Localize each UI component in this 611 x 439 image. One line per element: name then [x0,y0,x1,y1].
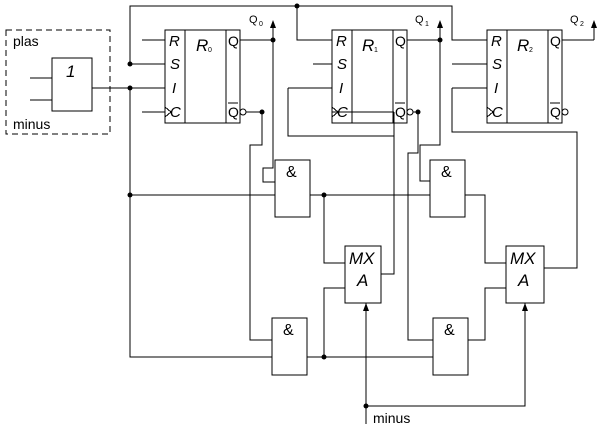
flip-flop-r0: R S I C R 0 Q Q [164,29,241,124]
input-block-label-top: plas [13,33,39,49]
r1-q: Q [395,33,406,49]
r2-pin-s: S [492,56,502,73]
r2-pin-i: I [494,80,498,97]
r1-pin-r: R [336,33,347,50]
wiring [92,5,594,424]
r0-qbar: Q [228,104,239,120]
or-gate [51,57,93,112]
mux-1: MX A [344,245,382,304]
r2-output-label: Q [570,14,579,26]
r0-pin-i: I [172,80,176,97]
mux-2: MX A [505,245,545,304]
r1-pin-s: S [337,56,347,73]
r2-pin-c: C [492,104,503,121]
and-gate-2-symbol: & [441,164,452,181]
and-gate-4-symbol: & [444,322,455,339]
junction-dots [127,3,443,409]
r0-output-index: 0 [259,21,263,28]
r2-index: 2 [529,47,533,54]
input-block-frame [5,29,111,135]
r1-pin-i: I [339,80,343,97]
r2-output-index: 2 [580,21,584,28]
r0-pin-r: R [169,33,180,50]
arrowheads [270,20,597,311]
r2-name: R [517,36,529,55]
and-gate-3: & [271,317,308,376]
r1-qbar-bubble [406,108,414,116]
r1-output-index: 1 [425,21,429,28]
flip-flop-r1: R S I C R 1 Q Q [331,29,408,124]
r0-qbar-bubble [239,108,247,116]
r0-name: R [196,36,208,55]
r0-pin-c: C [170,104,181,121]
r0-pin-s: S [170,56,180,73]
mux-1-line1: MX [349,249,375,268]
and-gate-1: & [274,159,311,218]
and-gate-4: & [432,317,469,376]
r2-q: Q [550,33,561,49]
r1-index: 1 [374,47,378,54]
r1-output-label: Q [415,14,424,26]
r0-clock-marker [164,106,172,118]
and-gate-2: & [429,159,466,218]
control-input-label: minus [373,410,410,426]
or-gate-inputs [30,77,52,101]
flip-flop-r2: R S I C R 2 Q Q [486,29,563,124]
input-block-label-bottom: minus [13,116,50,132]
or-gate-symbol: 1 [66,62,75,81]
r2-qbar: Q [550,104,561,120]
r2-pin-r: R [491,33,502,50]
mux-2-line1: MX [510,249,536,268]
r1-name: R [362,36,374,55]
r0-q: Q [228,33,239,49]
r2-qbar-bubble [561,108,569,116]
r1-qbar: Q [395,104,406,120]
and-gate-3-symbol: & [283,322,294,339]
and-gate-1-symbol: & [286,164,297,181]
r0-index: 0 [208,47,212,54]
r2-clock-marker [486,106,494,118]
r0-output-label: Q [249,14,258,26]
mux-1-line2: A [356,271,368,290]
mux-2-line2: A [517,271,529,290]
